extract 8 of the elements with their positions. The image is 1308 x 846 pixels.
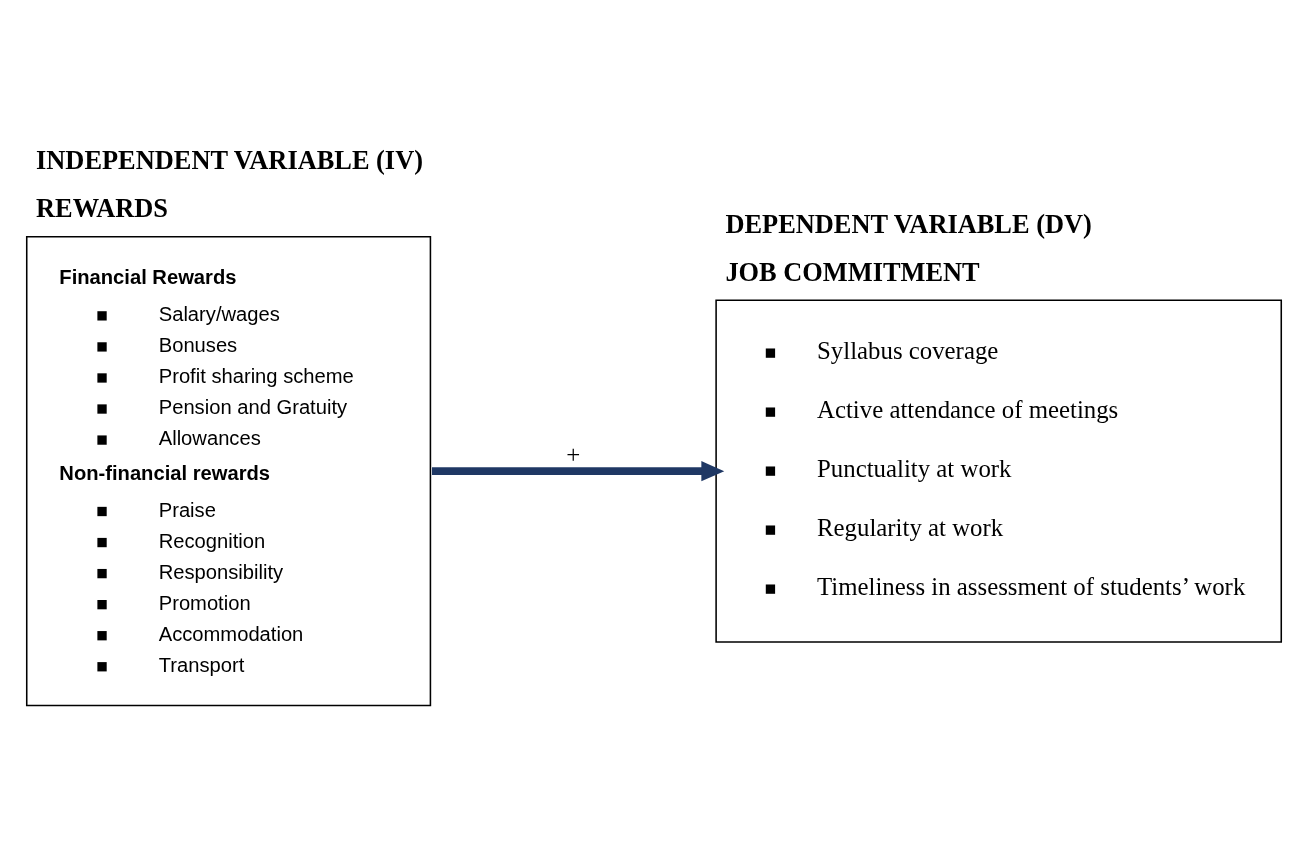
node-label: INDEPENDENT VARIABLE (IV) xyxy=(36,145,423,176)
node-box: Syllabus coverage Active attendance of meetings Punctuality at work Regularity at work Timeliness in assessment of students’ work xyxy=(715,299,1283,643)
edge-label: + xyxy=(566,441,581,469)
node-label: REWARDS xyxy=(36,193,168,224)
node-box: Financial Rewards Salary/wages Bonuses Profit sharing scheme Pension and Gratuity Allowances Non-financial rewards Praise Recognition Responsibility Promotion Accommodation Transport xyxy=(25,235,432,707)
node-label: JOB COMMITMENT xyxy=(725,257,980,288)
arrow xyxy=(431,461,725,482)
node-label: DEPENDENT VARIABLE (DV) xyxy=(725,208,1092,239)
